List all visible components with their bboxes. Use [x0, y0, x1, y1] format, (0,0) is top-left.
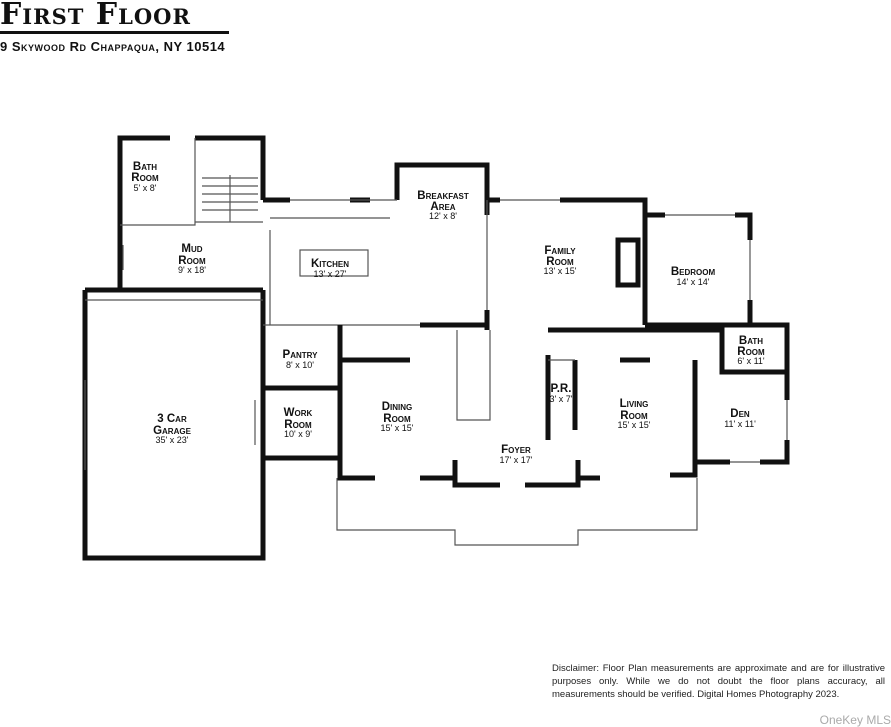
room-dims: 5' x 8': [134, 183, 157, 193]
room-label: Bath: [739, 335, 763, 347]
property-address: 9 Skywood Rd Chappaqua, NY 10514: [0, 39, 226, 54]
room-label: Foyer: [501, 444, 531, 456]
kitchen-island: [299, 249, 369, 277]
room-label: Work: [284, 407, 313, 419]
room-label: Room: [546, 256, 574, 268]
room-dims: 13' x 27': [314, 269, 347, 279]
room-label: Kitchen: [311, 258, 349, 270]
pantry-walls: [260, 330, 340, 461]
room-dims: 11' x 11': [724, 419, 756, 429]
stairs-icon: [202, 175, 258, 222]
room-label: Pantry: [283, 349, 319, 361]
room-dims: 9' x 18': [178, 265, 206, 275]
room-dims: 6' x 11': [737, 356, 765, 366]
room-dims: 35' x 23': [156, 435, 189, 445]
dining-room-walls: [337, 322, 487, 481]
room-label: Room: [284, 419, 312, 431]
den-walls: [645, 322, 790, 465]
room-dims: 14' x 14': [677, 277, 710, 287]
room-dims: 17' x 17': [500, 455, 533, 465]
room-label: Dining: [382, 401, 413, 413]
room-label: Room: [383, 413, 411, 425]
room-label: 3 Car: [157, 413, 187, 425]
room-dims: 8' x 10': [286, 360, 314, 370]
foyer-walls: [452, 460, 581, 488]
room-label: Garage: [153, 425, 191, 437]
fireplace-icon: [615, 237, 641, 288]
room-dims: 3' x 7': [550, 394, 573, 404]
room-label: P.R.: [551, 383, 572, 395]
watermark: OneKey MLS: [819, 713, 891, 727]
mud-room-walls: [117, 135, 266, 293]
room-label: Living: [620, 398, 649, 410]
room-dims: 13' x 15': [544, 266, 577, 276]
room-label: Room: [620, 410, 648, 422]
porch-outline: [336, 478, 698, 546]
page-title: First Floor: [0, 0, 229, 34]
room-label: Bath: [133, 161, 157, 173]
room-dims: 15' x 15': [381, 423, 414, 433]
living-room-walls: [545, 327, 722, 481]
room-dims: 12' x 8': [429, 211, 457, 221]
room-label: Breakfast: [417, 190, 469, 202]
room-label: Bedroom: [671, 266, 716, 278]
room-label: Den: [730, 408, 750, 420]
room-label: Mud: [181, 243, 202, 255]
room-dims: 10' x 9': [284, 429, 312, 439]
room-label: Family: [544, 245, 576, 257]
room-label: Room: [178, 255, 206, 267]
room-label: Area: [430, 201, 455, 213]
disclaimer: Disclaimer: Floor Plan measurements are …: [552, 663, 885, 700]
room-label: Room: [737, 346, 765, 358]
family-room-walls: [484, 197, 753, 330]
room-label: Room: [131, 172, 159, 184]
room-dims: 15' x 15': [618, 420, 651, 430]
